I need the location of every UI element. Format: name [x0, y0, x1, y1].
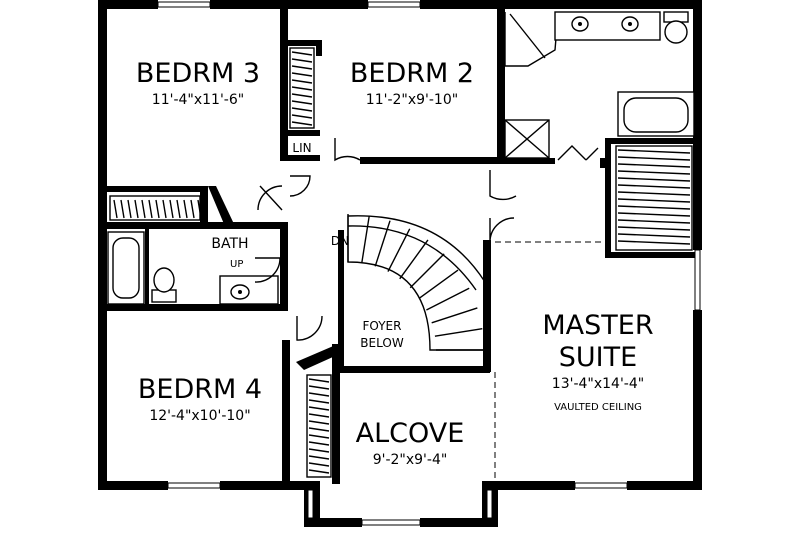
hatch-line	[409, 253, 445, 289]
hatch-line	[155, 199, 160, 219]
hatch-line	[291, 114, 313, 119]
hatch-line	[134, 199, 139, 219]
hatch-line	[361, 215, 370, 264]
hatch-line	[617, 184, 691, 189]
hatch-line	[308, 399, 330, 404]
linen-label: LIN	[292, 141, 311, 155]
hatch-line	[127, 199, 132, 219]
interior-walls	[98, 9, 695, 485]
hatch-line	[308, 406, 330, 411]
hatch-line	[113, 199, 118, 219]
hatch-line	[617, 149, 691, 154]
master-note: VAULTED CEILING	[554, 402, 642, 413]
exterior-walls	[98, 0, 702, 527]
hatch-line	[120, 199, 125, 219]
hatch-line	[308, 462, 330, 467]
hatch-line	[308, 385, 330, 390]
hatch-line	[308, 392, 330, 397]
door-swings	[254, 138, 517, 341]
hatch-line	[183, 199, 188, 219]
hatch-line	[617, 170, 691, 175]
hatch-line	[308, 469, 330, 474]
hatch-line	[291, 72, 313, 77]
hatch-line	[617, 177, 691, 182]
hatch-line	[617, 219, 691, 224]
foyer-line1: FOYER	[363, 319, 402, 333]
hatch-line	[308, 427, 330, 432]
hatch-line	[617, 226, 691, 231]
hatch-line	[387, 228, 411, 272]
hatch-line	[426, 287, 470, 311]
bath-name: BATH	[211, 236, 248, 252]
hatch-line	[617, 240, 691, 245]
hatch-line	[141, 199, 146, 219]
hatch-line	[308, 434, 330, 439]
hatch-line	[308, 420, 330, 425]
hatch-line	[169, 199, 174, 219]
hall-bath-fixtures	[107, 231, 279, 305]
hatch-line	[291, 86, 313, 91]
hatch-line	[148, 199, 153, 219]
hatch-line	[617, 198, 691, 203]
stair-down-label: DN	[331, 234, 349, 248]
closet-hatching	[109, 47, 693, 478]
hatch-line	[617, 233, 691, 238]
hatch-line	[431, 307, 478, 324]
hatch-line	[374, 220, 391, 267]
hatch-line	[291, 107, 313, 112]
alcove-name: ALCOVE	[356, 418, 465, 449]
hatch-line	[291, 51, 313, 56]
bedrm4-name: BEDRM 4	[138, 374, 262, 405]
master-dims: 13'-4"x14'-4"	[552, 376, 644, 392]
hatch-line	[197, 199, 202, 219]
hatch-line	[617, 163, 691, 168]
hatch-line	[291, 79, 313, 84]
hatch-line	[176, 199, 181, 219]
alcove-dims: 9'-2"x9'-4"	[373, 452, 448, 468]
hatch-line	[291, 121, 313, 126]
master-name-line1: MASTER	[542, 310, 653, 341]
hatch-line	[308, 441, 330, 446]
hatch-line	[617, 156, 691, 161]
bedrm2-name: BEDRM 2	[350, 58, 474, 89]
hatch-line	[308, 455, 330, 460]
bedrm2-dims: 11'-2"x9'-10"	[366, 92, 458, 108]
bedrm4-dims: 12'-4"x10'-10"	[149, 408, 250, 424]
foyer-line2: BELOW	[360, 336, 404, 350]
hatch-line	[291, 100, 313, 105]
hatch-line	[418, 269, 459, 299]
hatch-line	[162, 199, 167, 219]
hatch-line	[617, 191, 691, 196]
up-label: UP	[230, 259, 243, 270]
hatch-line	[291, 93, 313, 98]
hatch-line	[434, 328, 483, 337]
hatch-line	[617, 205, 691, 210]
hatch-line	[308, 413, 330, 418]
bedrm3-dims: 11'-4"x11'-6"	[152, 92, 244, 108]
hatch-line	[617, 212, 691, 217]
master-name-line2: SUITE	[559, 342, 637, 373]
hatch-line	[291, 58, 313, 63]
hatch-line	[291, 65, 313, 70]
hatch-line	[399, 239, 429, 280]
bedrm3-name: BEDRM 3	[136, 58, 260, 89]
hatch-line	[308, 378, 330, 383]
hatch-line	[190, 199, 195, 219]
master-bath-fixtures	[504, 11, 695, 161]
hatch-line	[308, 448, 330, 453]
